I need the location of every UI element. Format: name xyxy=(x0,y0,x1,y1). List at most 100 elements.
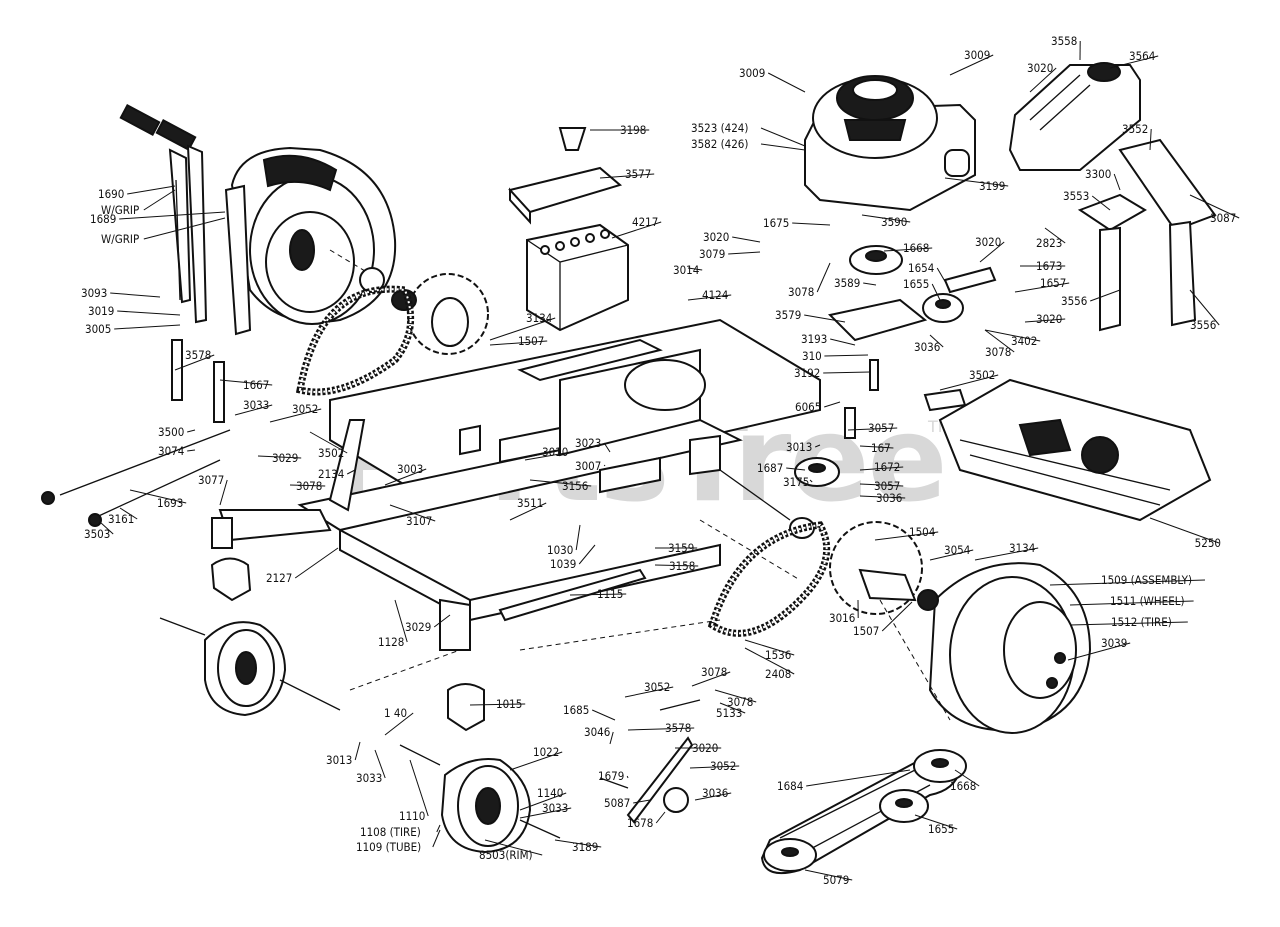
part-number-label: 1109 (TUBE) xyxy=(356,840,421,854)
callout: 3013 xyxy=(326,741,361,767)
callout-leader xyxy=(519,792,567,811)
part-number-label: 1654 xyxy=(908,261,934,275)
callout-leader xyxy=(269,408,322,423)
callout: 1108 (TIRE) xyxy=(360,824,441,839)
callout-leader xyxy=(627,727,695,731)
callout: 1030 xyxy=(547,524,581,557)
part-number-label: 1673 xyxy=(1036,259,1062,273)
callout: 3511 xyxy=(509,496,547,521)
callout: 3192 xyxy=(794,366,871,380)
part-number-label: 1022 xyxy=(533,745,559,759)
callout: 1693 xyxy=(129,489,187,510)
callout-leader xyxy=(687,267,703,271)
part-number-label: 3033 xyxy=(243,398,269,412)
callout-leader xyxy=(409,759,429,817)
callout: 3158 xyxy=(654,559,699,573)
callout: 3077 xyxy=(198,473,228,506)
callout-leader xyxy=(529,479,592,487)
callout-leader xyxy=(847,427,898,431)
part-number-label: 3503 xyxy=(84,527,110,541)
callout-leader xyxy=(859,495,906,499)
part-number-label: 3402 xyxy=(1011,334,1037,348)
callout: 3198 xyxy=(590,123,650,137)
part-number-label: 3029 xyxy=(272,451,298,465)
callout: 3005 xyxy=(85,322,181,336)
part-number-label: 4124 xyxy=(702,288,728,302)
front-right-wheel xyxy=(399,683,561,854)
blower-housing xyxy=(224,146,397,336)
callout: 3159 xyxy=(655,541,698,555)
callout-leader xyxy=(599,173,655,179)
part-number-label: W/GRIP xyxy=(101,203,139,217)
callout-leader xyxy=(1014,282,1070,293)
callout-leader xyxy=(1109,55,1159,69)
callout-leader xyxy=(1044,227,1066,244)
part-number-label: 3161 xyxy=(108,512,134,526)
callout: 1109 (TUBE) xyxy=(356,829,441,854)
callout: 1678 xyxy=(627,811,666,830)
callout: 1110 xyxy=(399,759,429,823)
part-number-label: 3077 xyxy=(198,473,224,487)
callout-leader xyxy=(626,775,629,779)
callout-leader xyxy=(119,507,138,520)
callout-leader xyxy=(1149,128,1152,151)
callout: 1672 xyxy=(859,460,904,474)
callout-leader xyxy=(824,401,841,408)
part-number-label: 1108 (TIRE) xyxy=(360,825,421,839)
part-number-label: 5079 xyxy=(823,873,849,887)
part-number-label: 3039 xyxy=(1101,636,1127,650)
callout: 1668 xyxy=(950,769,980,793)
fuel-tank xyxy=(1008,62,1141,171)
callout-leader xyxy=(174,354,215,371)
callout: 3020 xyxy=(703,230,761,244)
callout-leader xyxy=(234,404,273,416)
callout-leader xyxy=(806,769,911,787)
callout-leader xyxy=(929,549,974,561)
part-number-label: 3033 xyxy=(542,801,568,815)
part-number-label: 5250 xyxy=(1195,536,1221,550)
callout-leader xyxy=(489,340,548,346)
part-number-label: 1110 xyxy=(399,809,425,823)
callout: 3057 xyxy=(847,421,898,435)
callout-leader xyxy=(524,451,572,461)
callout: 3036 xyxy=(914,334,944,354)
deck-assembly xyxy=(923,378,1212,522)
part-number-label: 3589 xyxy=(834,276,860,290)
callout: 3010 xyxy=(524,445,572,461)
part-number-label: 3500 xyxy=(158,425,184,439)
callout: 1504 xyxy=(874,525,939,541)
part-number-label: 3158 xyxy=(669,559,695,573)
part-number-label: 1655 xyxy=(928,822,954,836)
left-sprocket-chain xyxy=(295,267,489,396)
callout-leader xyxy=(874,531,939,541)
part-number-label: 3014 xyxy=(673,263,699,277)
callout: 310 xyxy=(802,349,869,363)
callout: 3023 xyxy=(575,436,611,453)
callout-leader xyxy=(309,431,348,454)
callout: 167 xyxy=(859,441,894,455)
callout-leader xyxy=(1189,194,1240,219)
callout-leader xyxy=(863,282,877,286)
callout-leader xyxy=(117,310,181,316)
callout-leader xyxy=(294,547,339,579)
callout: 1015 xyxy=(469,697,526,711)
callout: 1668 xyxy=(883,241,933,255)
callout-leader xyxy=(603,442,611,453)
callout: 3134 xyxy=(489,311,556,341)
part-number-label: 3107 xyxy=(406,514,432,528)
part-number-label: 5087 xyxy=(604,796,630,810)
part-number-label: W/GRIP xyxy=(101,232,139,246)
callout-leader xyxy=(944,177,1009,187)
engine-bracket xyxy=(1077,138,1217,332)
callout: 3052 xyxy=(689,759,740,773)
callout: 1536 xyxy=(744,639,795,662)
callout: 3582 (426) xyxy=(691,137,806,151)
callout: 1685 xyxy=(563,703,616,721)
callout-leader xyxy=(861,214,911,223)
callout-leader xyxy=(979,241,1005,263)
part-number-label: 3078 xyxy=(701,665,727,679)
callout: 3500 xyxy=(158,425,196,439)
callout-leader xyxy=(591,709,616,721)
callout: 5250 xyxy=(1149,517,1221,550)
